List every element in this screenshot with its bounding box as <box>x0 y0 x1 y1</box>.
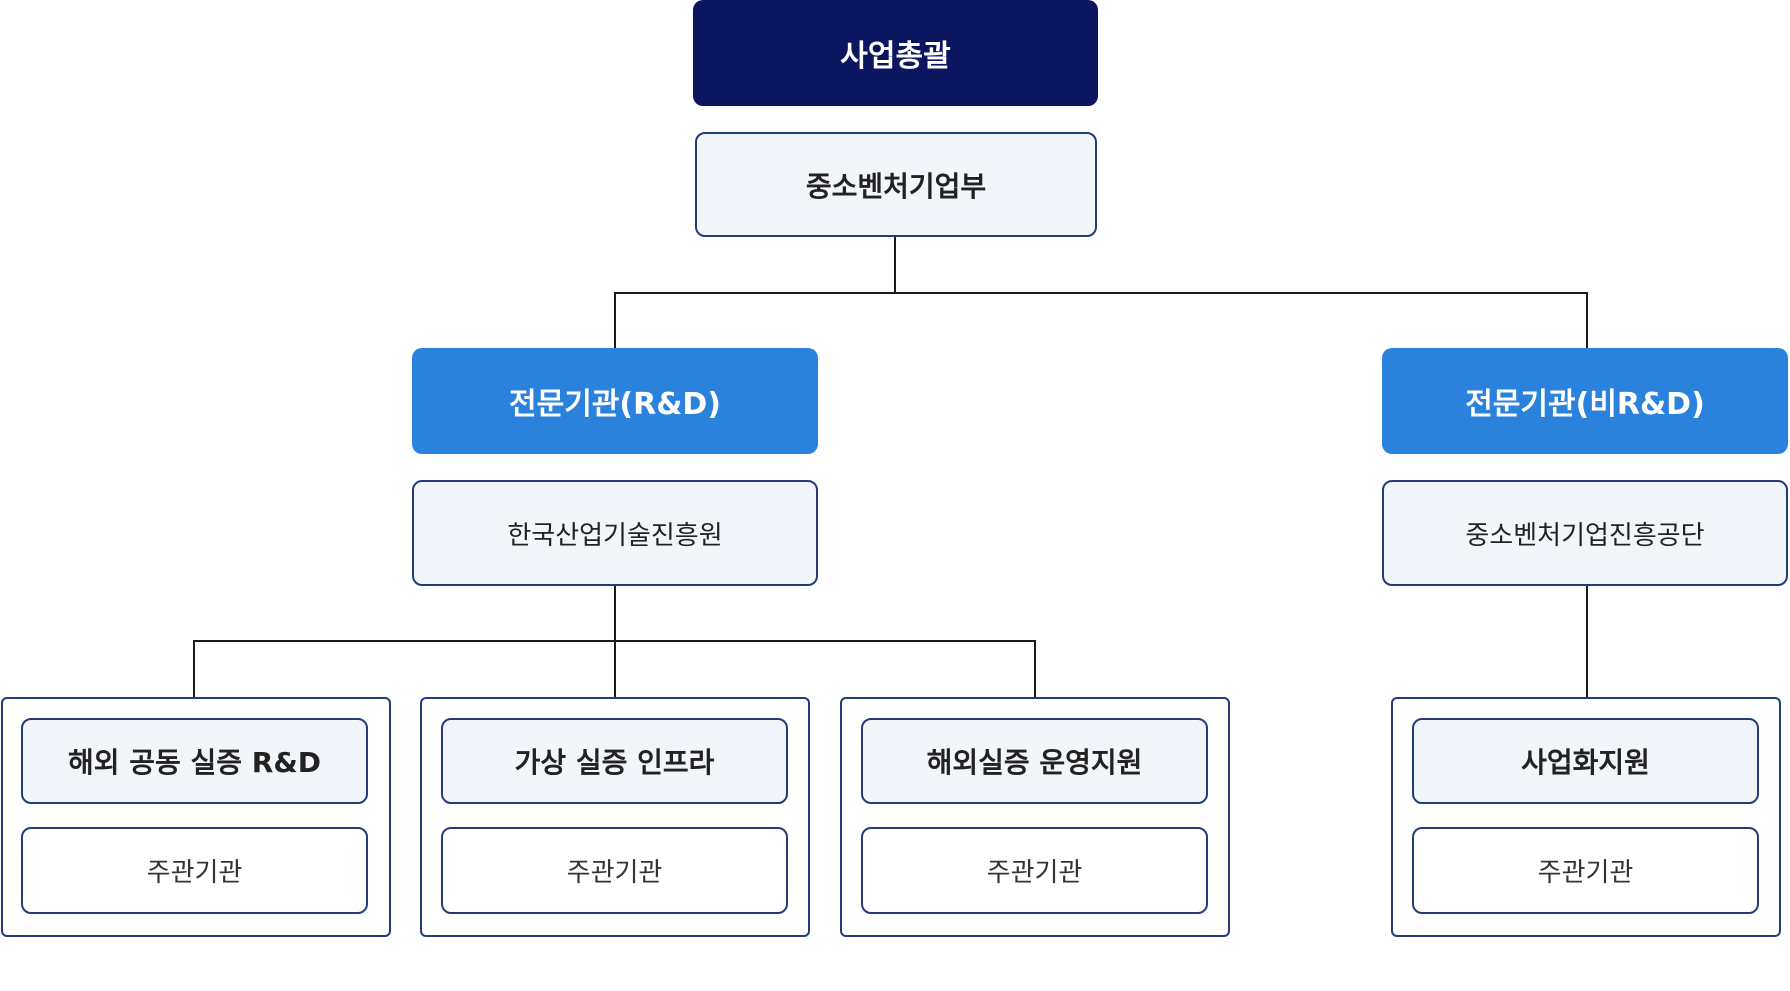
connector-to-non-rnd <box>1586 292 1588 348</box>
connector-kosmes-down <box>1586 585 1588 697</box>
program-name-2: 가상 실증 인프라 <box>441 718 788 804</box>
connector-to-rnd <box>614 292 616 348</box>
connector-ministry-down <box>894 236 896 294</box>
program-role-1: 주관기관 <box>21 827 368 914</box>
connector-ministry-horizontal <box>614 292 1588 294</box>
connector-to-program-3 <box>1034 640 1036 697</box>
program-name-1: 해외 공동 실증 R&D <box>21 718 368 804</box>
program-role-2: 주관기관 <box>441 827 788 914</box>
branch-header-rnd: 전문기관(R&D) <box>412 348 818 454</box>
program-role-4: 주관기관 <box>1412 827 1759 914</box>
program-name-4: 사업화지원 <box>1412 718 1759 804</box>
program-role-3: 주관기관 <box>861 827 1208 914</box>
connector-to-program-1 <box>193 640 195 697</box>
connector-kiat-horizontal <box>193 640 1036 642</box>
agency-box-kosmes: 중소벤처기업진흥공단 <box>1382 480 1788 586</box>
agency-box-kiat: 한국산업기술진흥원 <box>412 480 818 586</box>
top-header: 사업총괄 <box>693 0 1098 106</box>
program-name-3: 해외실증 운영지원 <box>861 718 1208 804</box>
ministry-box: 중소벤처기업부 <box>695 132 1097 237</box>
branch-header-non-rnd: 전문기관(비R&D) <box>1382 348 1788 454</box>
